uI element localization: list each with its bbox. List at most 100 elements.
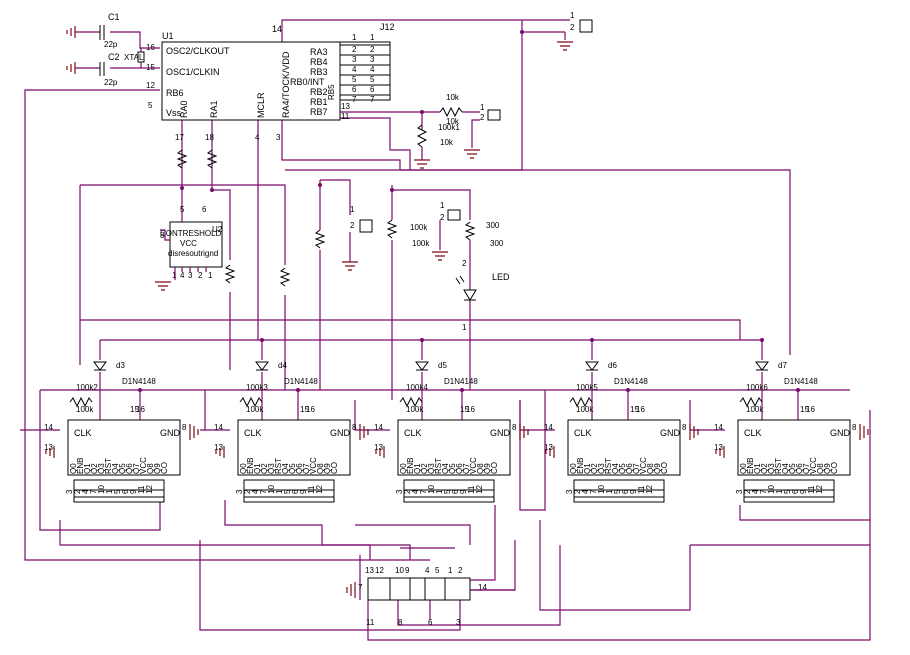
mcu-pin-name-rb7: RB7 [310,107,328,117]
pin-block-lines [404,489,494,498]
chip-ground-left [715,446,725,458]
counter-res-label-a: 100k3 [246,383,268,392]
chip-out-q7: Q7 [802,463,811,474]
diode-part: D1N4148 [284,377,318,386]
counter-res-label-a: 100k4 [406,383,428,392]
chip-out-q2: Q2 [760,463,769,474]
counter-1 [45,361,199,503]
chip-bottom-pin: 10 [597,485,606,494]
counter-res-label-a: 100k2 [76,383,98,392]
pin-block-lines [74,489,164,498]
chip-out-rst: RST [774,458,783,474]
j12-right-7: 7 [370,95,375,104]
chip-ground [519,424,529,440]
timer-pin-e: 1 [208,271,213,280]
chip-out-q6: Q6 [795,463,804,474]
chip-pin-13: 13 [214,443,223,452]
led-branch: 1 2 300 300 LED 2 1 [432,201,510,332]
diode-ref: d5 [438,361,447,370]
chip-out-vcc: VCC [309,457,318,474]
chip-gnd-label: GND [660,428,681,438]
chip-pin-8: 8 [512,423,517,432]
r10k-label-a: 10k [446,93,460,102]
counter-chip [737,419,851,476]
chip-out-q6: Q6 [625,463,634,474]
chip-gnd-label: GND [330,428,351,438]
chip-bottom-pin: 6 [451,489,460,494]
counter-res-label-a: 100k6 [746,383,768,392]
chip-out-q3: Q3 [427,463,436,474]
counter-4 [545,361,699,503]
chip-out-q0: Q0 [569,463,578,474]
j12-right-2: 2 [370,45,375,54]
bconn-top-4: 4 [425,566,430,575]
chip-out-vcc: VCC [809,457,818,474]
chip-bottom-pin: 9 [459,489,468,494]
chip-out-enb: ENB [746,458,755,474]
led-pin-1: 1 [462,323,467,332]
connector-j12: J12 1 2 3 4 5 6 7 1 2 3 4 5 6 7 [339,22,395,104]
j12-right-6: 6 [370,85,375,94]
chip-bottom-pin: 12 [645,485,654,494]
chip-bottom-pin: 5 [783,489,792,494]
c1-value: 22p [104,40,118,49]
chip-bottom-pin: 5 [283,489,292,494]
counter-resistor [739,396,763,408]
diode-ref: d3 [116,361,125,370]
timer-u2: CONTRESHOLD VCC disresoutrignd U2 8 5 6 … [155,205,223,291]
chip-out-q0: Q0 [239,463,248,474]
chip-out-q4: Q4 [781,463,790,474]
conn-mid-p1: 1 [350,205,355,214]
chip-ground [359,424,369,440]
mcu-pin-name-mclr: MCLR [256,92,266,118]
chip-bottom-pin: 3 [395,489,404,494]
mcu-pin-name-vss: Vss [166,108,182,118]
bconn-top-9: 9 [405,566,410,575]
chip-out-rst: RST [104,458,113,474]
chip-bottom-pin: 12 [815,485,824,494]
diode-symbol [585,361,599,371]
chip-gnd-label: GND [160,428,181,438]
counter-2 [215,361,369,503]
mcu-pin-num-5: 5 [148,101,153,110]
bconn-bot-3: 3 [456,618,461,627]
chip-bottom-pin: 3 [235,489,244,494]
j12-left-5: 5 [352,75,357,84]
counter-chip [397,419,511,476]
chip-bottom-pin: 10 [97,485,106,494]
chip-ground-left [375,446,385,458]
chip-pin-14: 14 [714,423,723,432]
chip-bottom-pin: 7 [89,489,98,494]
connector-top: 1 2 [557,11,593,51]
chip-bottom-pin: 1 [435,489,444,494]
mcu-pin-name-rb2: RB2 [310,87,328,97]
bconn-top-2: 2 [458,566,463,575]
mcu-pin-num-17: 17 [175,133,184,142]
chip-bottom-pin: 1 [105,489,114,494]
bconn-top-12: 12 [375,566,384,575]
j12-left-4: 4 [352,65,357,74]
pin-block-lines [574,489,664,498]
chip-bottom-pin: 10 [767,485,776,494]
r100k1-label: 100k1 [438,123,460,132]
chip-out-q0: Q0 [399,463,408,474]
chip-bottom-pin: 6 [791,489,800,494]
timer-line-1: CONTRESHOLD [160,229,222,238]
chip-out-q9: Q9 [653,463,662,474]
mcu-pin-num-3: 3 [276,133,281,142]
c2-ref: C2 [108,52,120,62]
chip-out-q3: Q3 [597,463,606,474]
chip-out-q9: Q9 [153,463,162,474]
chip-out-co: CO [660,462,669,474]
counter-res-label-b: 100k [246,405,264,414]
pin-block-lines [244,489,334,498]
mcu-pin-name-rb3: RB3 [310,67,328,77]
chip-pin-13: 13 [714,443,723,452]
chip-bottom-pin: 11 [807,485,816,494]
mcu-ref: U1 [162,31,174,41]
chip-out-q7: Q7 [132,463,141,474]
chip-bottom-pin: 9 [629,489,638,494]
chip-out-q5: Q5 [448,463,457,474]
mcu-pin-num-11: 11 [341,112,350,121]
